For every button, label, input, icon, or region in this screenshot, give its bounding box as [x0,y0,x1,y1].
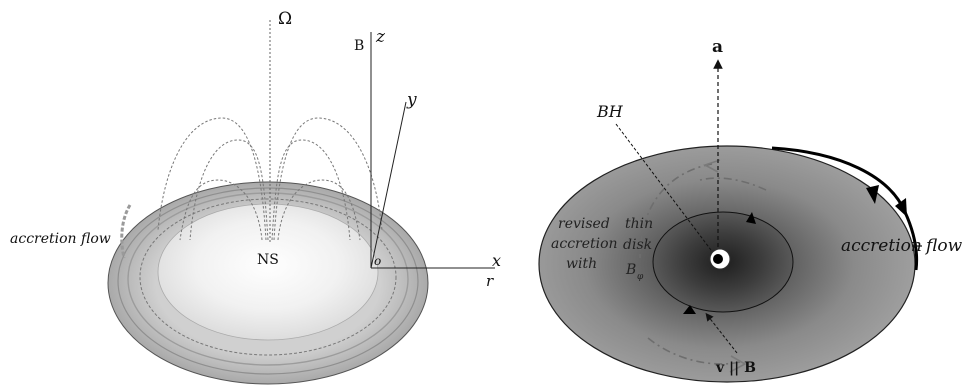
flow-arc-arrow-2 [729,355,747,373]
neutron-star-diagram: Ω NS B z y x r o accretion flow [10,9,501,385]
z-label: z [375,27,386,47]
v-pointer [705,312,738,354]
thin-disk-arrow-bottom [683,305,696,314]
revised-line-1: revised [558,216,610,232]
flow-label: flow [924,236,963,256]
magnetic-field-lines [157,117,383,241]
thin-disk-arrow-top [746,212,756,224]
revised-line-3: with [566,256,597,272]
origin-label: o [374,254,381,268]
ns-inner-region [157,203,379,341]
ns-label: NS [257,252,279,268]
accretion-arrow-2 [895,198,907,217]
accretion-label: accretion [841,236,922,256]
v-parallel-b-label: v || B [715,360,756,376]
omega-label: Ω [278,9,292,29]
bh-label: BH [596,102,624,121]
revised-line-2: accretion [551,236,618,252]
thin-label: thin [625,216,653,232]
accretion-flow-stroke [120,204,132,259]
y-axis [370,101,407,269]
flow-arc-arrow-1 [702,159,721,173]
accretion-flow-path [771,146,919,271]
accretion-flow-label: accretion flow [10,231,111,247]
x-label: x [492,251,501,270]
ns-disk-ring-2 [127,192,409,366]
black-hole-diagram: a BH v || B revised accretion with thin … [538,37,963,383]
a-label: a [712,37,723,57]
ns-disk-ring-3 [139,198,397,356]
flow-arcs [639,163,767,365]
bh-core [713,254,723,264]
disk-label: disk [623,237,652,253]
ns-disk-ring-1 [117,187,419,375]
accretion-arrow-1 [866,185,879,204]
b-phi-label: B [625,262,636,278]
y-label: y [406,90,417,110]
r-label: r [486,272,494,290]
b-phi-subscript: φ [637,272,644,282]
b-label: B [354,38,364,54]
bh-pointer [615,123,712,251]
